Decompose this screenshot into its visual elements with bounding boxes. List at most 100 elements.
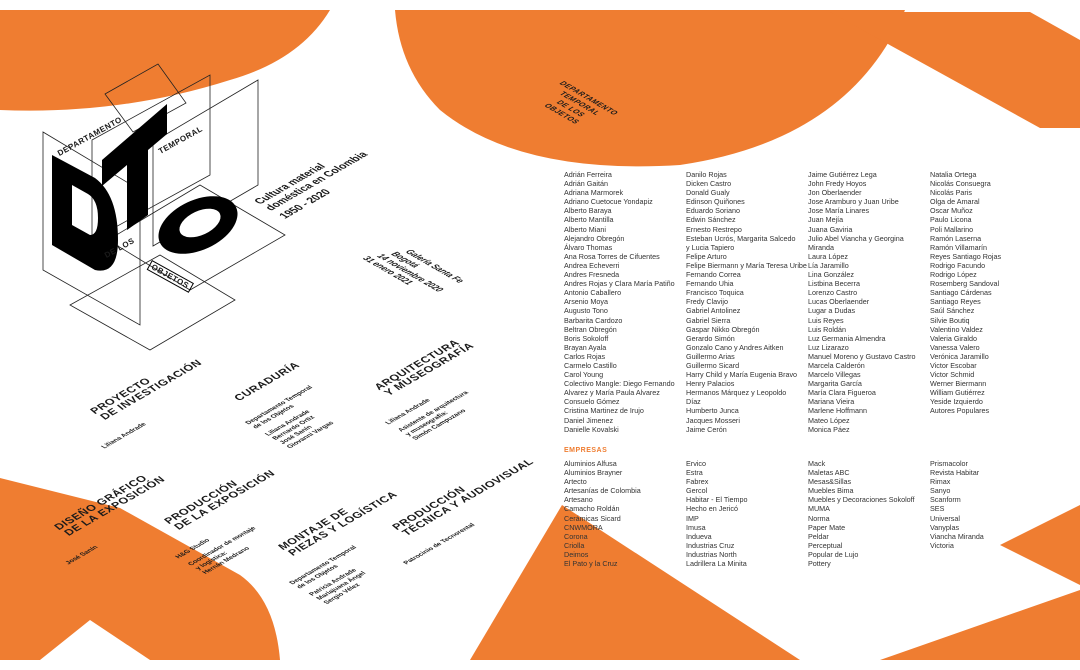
list-item: Manuel Moreno y Gustavo Castro [808, 351, 916, 361]
list-item: Muebles y Decoraciones Sokoloff [808, 495, 915, 505]
list-item: Corona [564, 531, 588, 541]
list-item: Criolla [564, 540, 585, 550]
list-item: Ana Rosa Torres de Cifuentes [564, 251, 660, 261]
logo-letter-d [52, 155, 118, 271]
list-item: Muebles Bima [808, 486, 854, 496]
list-item: Marlene Hoffmann [808, 406, 867, 416]
list-item: Gerardo Simón [686, 333, 735, 343]
list-item: Oscar Muñoz [930, 206, 973, 216]
list-item: Olga de Amaral [930, 197, 980, 207]
list-item: John Fredy Hoyos [808, 179, 867, 189]
list-item: William Gutiérrez [930, 388, 985, 398]
list-item: Alberto Miani [564, 224, 606, 234]
list-item: Mack [808, 459, 826, 468]
list-item: Alberto Mantilla [564, 215, 614, 225]
list-item: Luis Reyes [808, 315, 844, 325]
list-item: Lorenzo Castro [808, 288, 858, 298]
list-item: Valeria Giraldo [930, 333, 978, 343]
list-item: Popular de Lujo [808, 549, 859, 559]
list-item: Carlos Rojas [564, 351, 606, 361]
list-item: Carmelo Castillo [564, 360, 617, 370]
list-item: Deimos [564, 549, 589, 559]
list-item: Nicolás Paris [930, 188, 972, 198]
list-item: Humberto Junca [686, 406, 739, 416]
list-item: Alejandro Obregón [564, 233, 625, 243]
list-item: Ramón Villamarín [930, 242, 987, 252]
list-item: Ladrillera La Minita [686, 559, 747, 569]
list-item: Paulo Licona [930, 215, 972, 225]
list-item: Danielle Kovalski [564, 424, 619, 434]
list-item: Aluminios Brayner [564, 468, 623, 478]
list-item: CNWMORA [564, 522, 603, 532]
list-item: Jose Aramburo y Juan Uribe [808, 197, 899, 207]
list-item: Peldar [808, 531, 829, 541]
list-item: Yeside Izquierdo [930, 397, 983, 407]
list-item: Adrián Gaitán [564, 179, 608, 189]
list-item: Prismacolor [930, 459, 968, 468]
list-item: Henry Palacios [686, 379, 735, 389]
list-item: Werner Biermann [930, 379, 987, 389]
list-item: Andres Fresneda [564, 270, 620, 280]
list-item: Juan Mejía [808, 215, 844, 225]
list-item: Gonzalo Cano y Andres Aitken [686, 342, 784, 352]
list-item: Daniel Jimenez [564, 415, 614, 425]
list-item: Augusto Tono [564, 306, 608, 316]
list-item: Valentino Valdez [930, 324, 983, 334]
list-item: Verónica Jaramillo [930, 351, 989, 361]
list-item: Revista Habitar [930, 468, 980, 478]
list-item: Ernesto Restrepo [686, 224, 742, 234]
list-item: Industrias Cruz [686, 540, 735, 550]
list-item: Donald Gualy [686, 188, 730, 198]
list-item: Colectivo Mangle: Diego Fernando [564, 379, 675, 389]
list-item: Sanyo [930, 486, 951, 496]
list-item: Francisco Toquica [686, 288, 744, 298]
list-item: Marcelo Villegas [808, 370, 861, 380]
list-item: Camacho Roldán [564, 504, 620, 514]
orange-band-bottom-right [880, 590, 1080, 660]
orange-triangle-right [1000, 505, 1080, 585]
list-item: Paper Mate [808, 522, 846, 532]
white-notch-bottom-left [40, 620, 150, 660]
list-item: SES [930, 504, 945, 514]
list-item: Jacques Mosseri [686, 415, 740, 425]
list-item: Margarita García [808, 379, 862, 389]
list-item: Hecho en Jericó [686, 504, 738, 514]
list-item: Artecto [564, 477, 587, 487]
list-item: Antonio Caballero [564, 288, 622, 298]
list-item: Victoria [930, 540, 954, 550]
list-item: Lucas Oberlaender [808, 297, 870, 307]
list-item: Habitar - El Tiempo [686, 495, 748, 505]
list-item: Cerámicas Sicard [564, 513, 621, 523]
list-item: Viancha Miranda [930, 531, 984, 541]
list-item: Felipe Biermann y María Teresa Uribe [686, 260, 807, 270]
list-item: Rodrigo Facundo [930, 260, 986, 270]
list-item: Ramón Laserna [930, 233, 982, 243]
list-item: Beltran Obregón [564, 324, 617, 334]
list-item: Hermanos Márquez y Leopoldo [686, 388, 787, 398]
list-item: Rosemberg Sandoval [930, 279, 1000, 289]
list-item: Mateo López [808, 415, 850, 425]
list-item: Artesano [564, 495, 593, 505]
list-item: Ervico [686, 459, 706, 468]
list-item: Estra [686, 468, 703, 478]
list-item: Gaspar Nikko Obregón [686, 324, 760, 334]
list-item: Alvarez y María Paula Alvarez [564, 388, 660, 398]
list-item: Fernando Correa [686, 270, 741, 280]
list-item: Miranda [808, 242, 834, 252]
list-item: Norma [808, 513, 830, 523]
list-item: Luz Lizarazo [808, 342, 849, 352]
list-item: Universal [930, 513, 960, 523]
list-item: Harry Child y María Eugenia Bravo [686, 370, 798, 380]
list-item: Victor Escobar [930, 360, 977, 370]
list-item: Perceptual [808, 540, 843, 550]
list-item: Andrea Echeverri [564, 260, 620, 270]
list-item: Fabrex [686, 477, 709, 487]
list-item: Boris Sokoloff [564, 333, 609, 343]
list-item: Jaime Gutiérrez Lega [808, 170, 877, 179]
list-item: Arsenio Moya [564, 297, 608, 307]
